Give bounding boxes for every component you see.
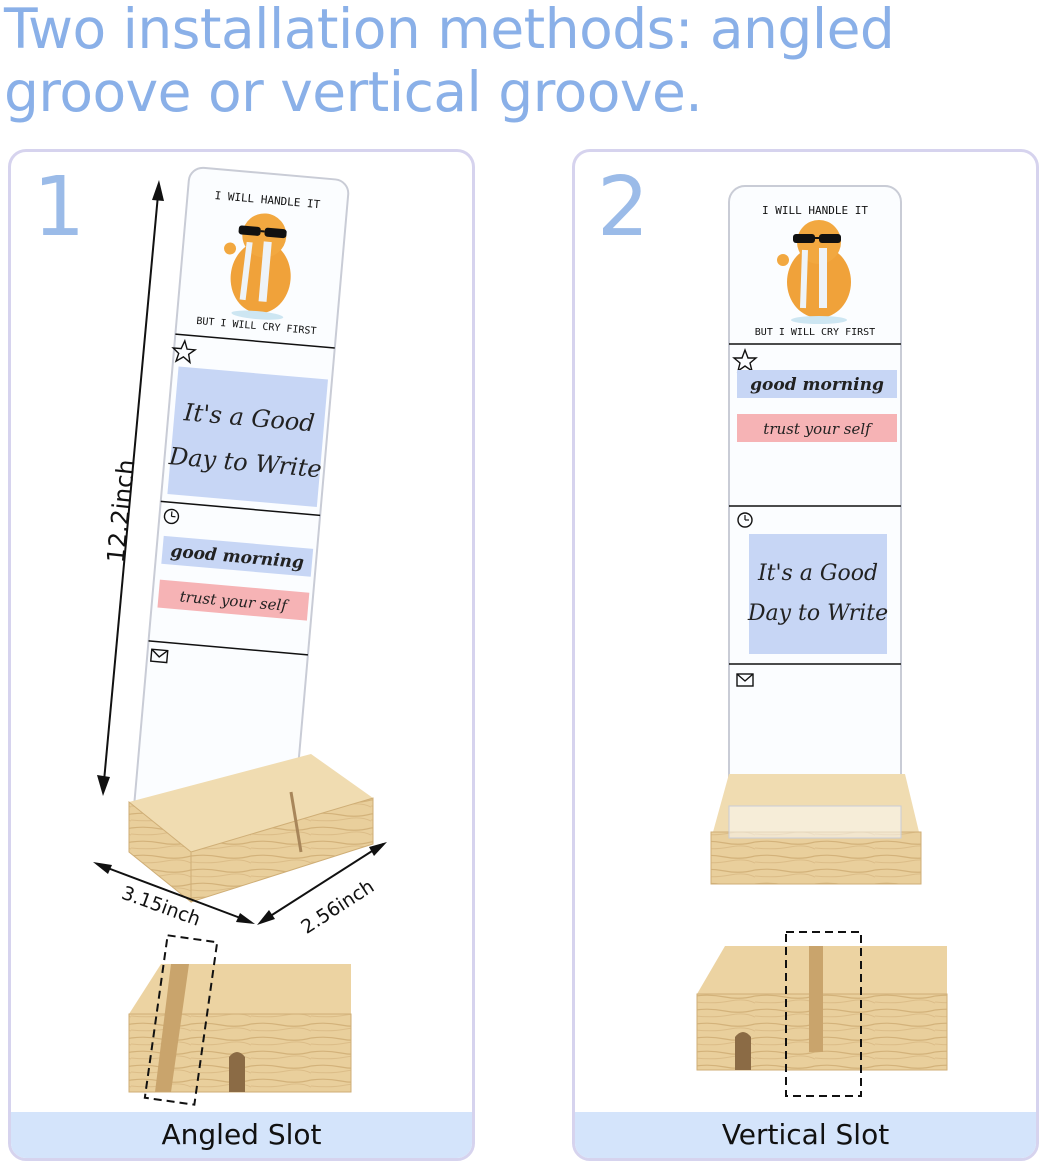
envelope-icon — [736, 673, 754, 687]
note-large-line-2: Day to Write — [747, 601, 888, 626]
angled-stand-illustration: 12.2inch I WILL HANDLE IT BUT I WILL CRY… — [93, 166, 387, 1106]
panel-angled-slot: 1 12.2inch I WILL HANDLE IT — [8, 149, 475, 1161]
board-bottom-text: BUT I WILL CRY FIRST — [755, 327, 875, 338]
note-large-line-1: It's a Good — [757, 561, 878, 586]
duck-mascot-icon — [224, 213, 291, 320]
acrylic-board: I WILL HANDLE IT BUT I WILL CRY FIRST It… — [133, 166, 350, 829]
envelope-icon — [150, 648, 169, 664]
panel-number: 2 — [597, 160, 650, 255]
page-headline: Two installation methods: angled groove … — [4, 0, 895, 124]
caption-angled-slot: Angled Slot — [11, 1112, 472, 1158]
vertical-slot-highlight — [785, 931, 862, 1097]
wood-base-with-board — [710, 774, 922, 885]
star-icon — [732, 348, 758, 373]
duck-mascot-icon — [777, 220, 851, 324]
alarm-clock-icon — [737, 512, 753, 528]
star-icon — [171, 338, 198, 365]
note-pink-text: trust your self — [763, 420, 873, 438]
vertical-stand-illustration: I WILL HANDLE IT BUT I WILL CRY FIRST go… — [696, 185, 948, 1097]
height-dimension-arrow — [97, 180, 164, 796]
depth-dimension-arrow — [257, 842, 387, 925]
alarm-clock-icon — [163, 508, 180, 525]
acrylic-board: I WILL HANDLE IT BUT I WILL CRY FIRST go… — [728, 185, 902, 837]
note-blue-text: good morning — [750, 375, 884, 395]
angled-slot-base-closeup — [128, 934, 352, 1106]
angled-slot-highlight — [143, 934, 219, 1106]
caption-vertical-slot: Vertical Slot — [575, 1112, 1036, 1158]
panel-number: 1 — [33, 160, 86, 255]
panel-vertical-slot: 2 I WILL HANDLE IT B — [572, 149, 1039, 1161]
board-top-text: I WILL HANDLE IT — [762, 204, 868, 217]
width-dimension-arrow — [93, 862, 255, 924]
height-label: 12.2inch — [102, 458, 141, 564]
wood-base-with-board — [128, 754, 374, 904]
depth-label: 2.56inch — [297, 875, 378, 938]
vertical-slot-base-closeup — [696, 931, 948, 1097]
